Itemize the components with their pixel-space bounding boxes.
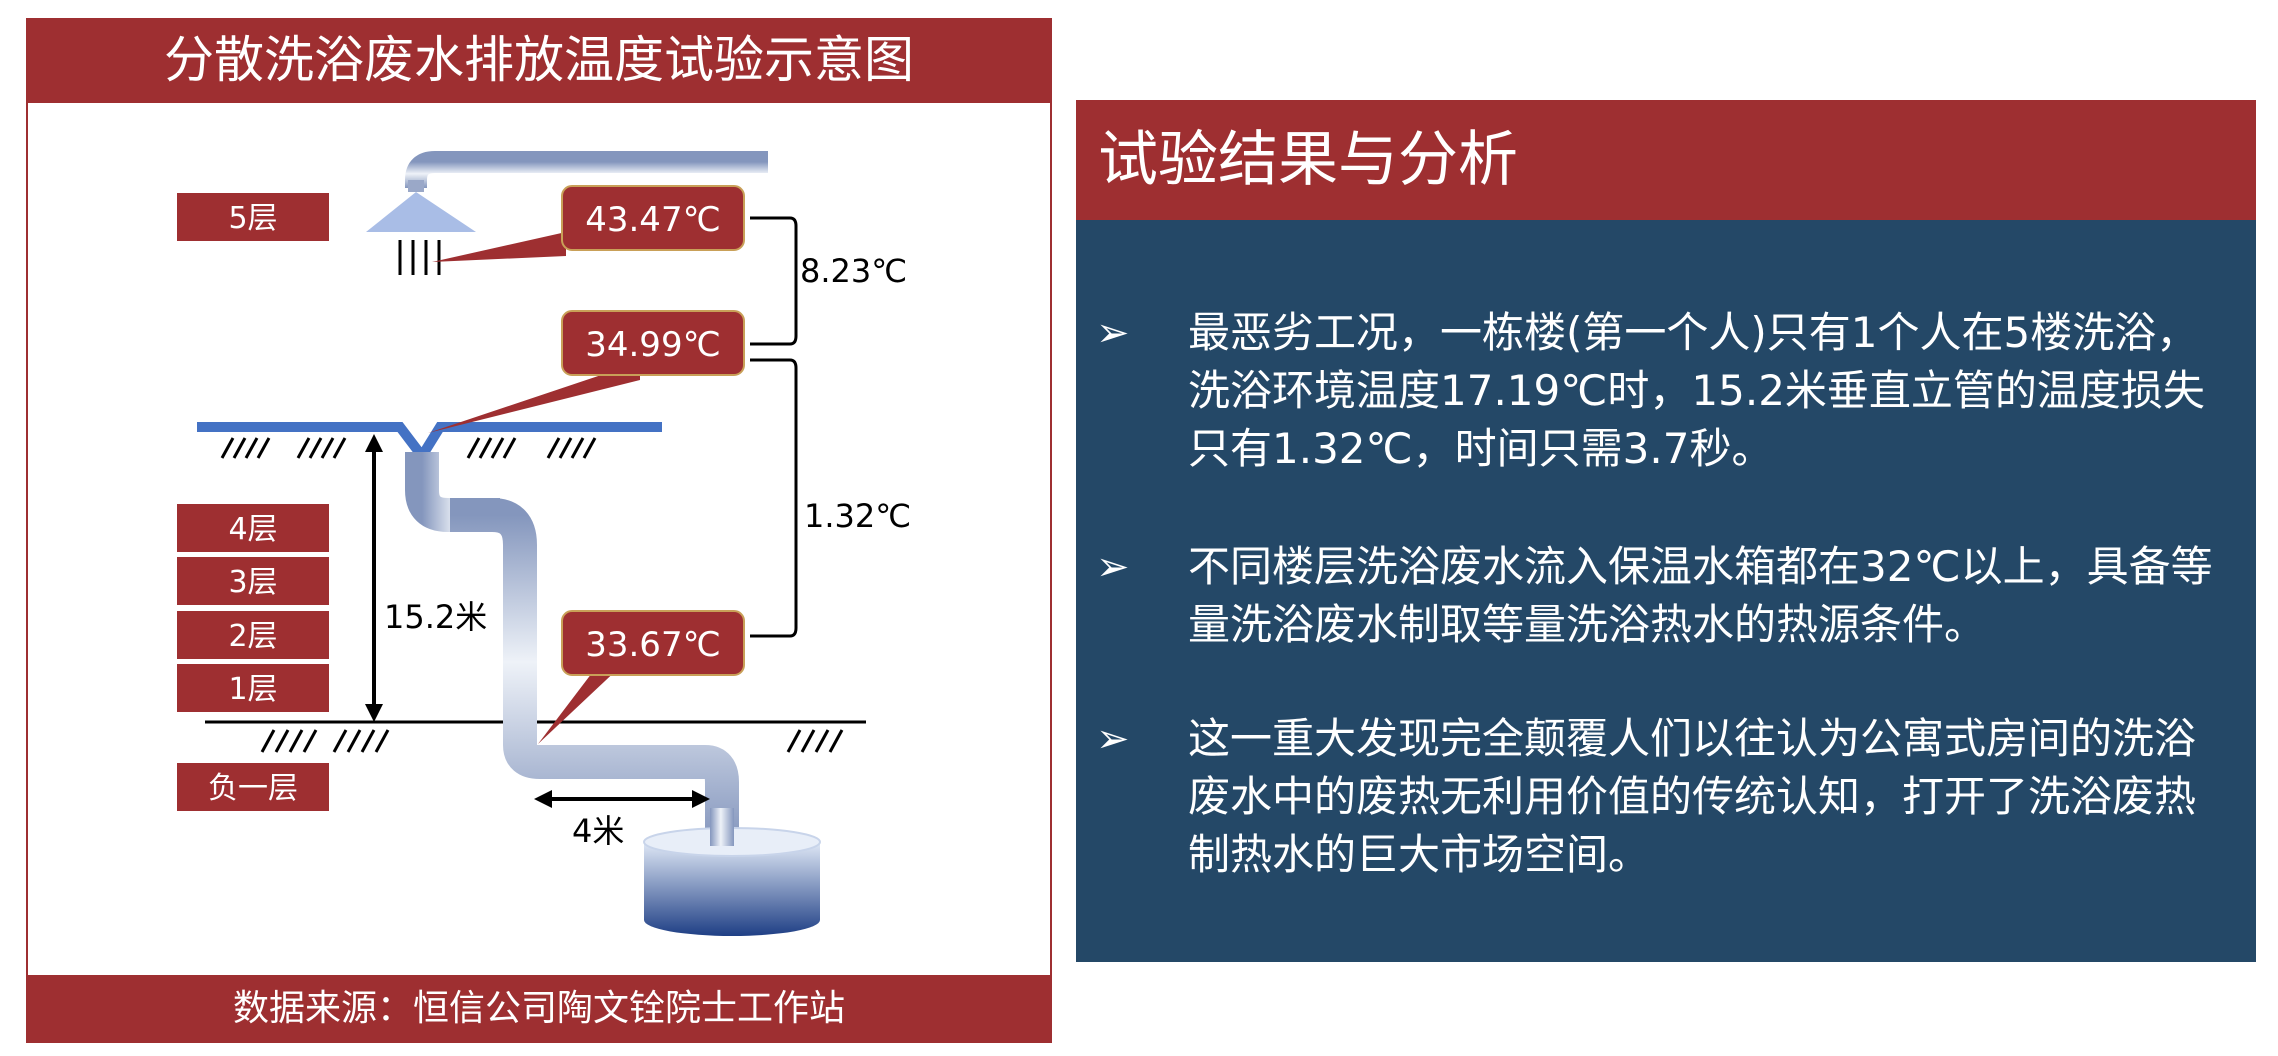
temp-callout-top: 43.47℃ (432, 185, 745, 262)
arrow-bullet-icon: ➢ (1096, 716, 1130, 762)
diagram-source-footer: 数据来源：恒信公司陶文铨院士工作站 (26, 975, 1052, 1043)
temp-middle-value: 34.99℃ (585, 325, 721, 365)
difference-upper-label: 8.23℃ (800, 252, 907, 290)
results-body: ➢ 最恶劣工况，一栋楼(第一个人)只有1个人在5楼洗浴，洗浴环境温度17.19℃… (1076, 220, 2256, 962)
arrow-bullet-icon: ➢ (1096, 310, 1130, 356)
temp-top-value: 43.47℃ (585, 200, 721, 240)
vertical-dimension-label: 15.2米 (384, 598, 487, 636)
vertical-dimension: 15.2米 (365, 434, 487, 722)
floor-label-5: 5层 (228, 201, 277, 236)
floor-labels: 5层 4层 3层 2层 1层 负一层 (177, 193, 329, 811)
difference-bracket-lower (750, 358, 798, 638)
horizontal-dimension-label: 4米 (572, 812, 624, 850)
floor-label-b1: 负一层 (208, 771, 298, 806)
result-bullet-text: 最恶劣工况，一栋楼(第一个人)只有1个人在5楼洗浴，洗浴环境温度17.19℃时，… (1188, 308, 2205, 473)
result-bullet-text: 这一重大发现完全颠覆人们以往认为公寓式房间的洗浴废水中的废热无利用价值的传统认知… (1188, 714, 2197, 879)
floor-label-1: 1层 (228, 672, 277, 707)
water-tank-icon (643, 808, 821, 936)
diagram-title: 分散洗浴废水排放温度试验示意图 (26, 18, 1052, 103)
difference-bracket-upper (750, 216, 798, 346)
result-bullet-2: ➢ 不同楼层洗浴废水流入保温水箱都在32℃以上，具备等量洗浴废水制取等量洗浴热水… (1096, 538, 2236, 654)
experiment-diagram: 5层 4层 3层 2层 1层 负一层 15.2米 4米 43.47℃ 34.99… (177, 151, 911, 936)
floor-label-2: 2层 (228, 619, 277, 654)
shower-head-icon (366, 151, 768, 275)
floor-label-4: 4层 (228, 512, 277, 547)
difference-lower-label: 1.32℃ (804, 497, 911, 535)
result-bullet-text: 不同楼层洗浴废水流入保温水箱都在32℃以上，具备等量洗浴废水制取等量洗浴热水的热… (1188, 542, 2213, 649)
temp-callout-bottom: 33.67℃ (538, 610, 745, 744)
results-title: 试验结果与分析 (1076, 100, 2256, 220)
temp-bottom-value: 33.67℃ (585, 625, 721, 665)
temp-callout-middle: 34.99℃ (428, 310, 745, 433)
horizontal-dimension: 4米 (534, 790, 710, 850)
floor-label-3: 3层 (228, 565, 277, 600)
result-bullet-1: ➢ 最恶劣工况，一栋楼(第一个人)只有1个人在5楼洗浴，洗浴环境温度17.19℃… (1096, 304, 2236, 478)
arrow-bullet-icon: ➢ (1096, 544, 1130, 590)
result-bullet-3: ➢ 这一重大发现完全颠覆人们以往认为公寓式房间的洗浴废水中的废热无利用价值的传统… (1096, 710, 2236, 884)
